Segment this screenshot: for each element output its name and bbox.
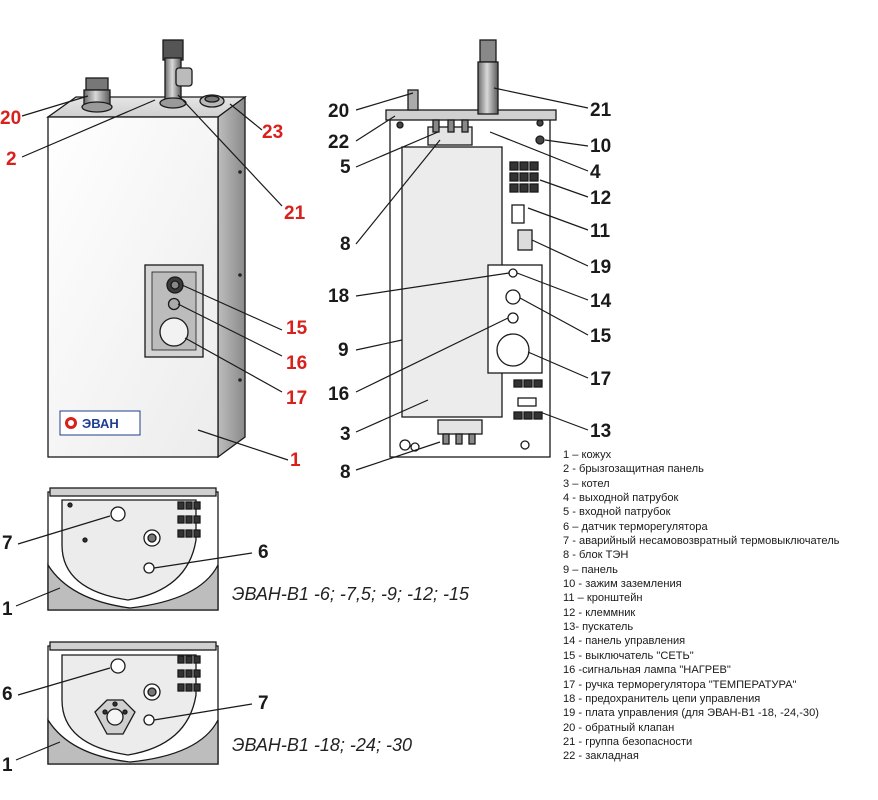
legend-item: 14 - панель управления <box>563 635 686 648</box>
legend-item: 6 – датчик терморегулятора <box>563 520 708 533</box>
callout-8-inside-top: 8 <box>340 234 351 255</box>
callout-12-inside: 12 <box>590 188 611 209</box>
legend-item: 17 - ручка терморегулятора "ТЕМПЕРАТУРА" <box>563 678 797 691</box>
callout-7-large: 7 <box>258 693 269 714</box>
callout-6-small: 6 <box>258 542 269 563</box>
legend-item: 20 - обратный клапан <box>563 721 675 734</box>
callout-1-front: 1 <box>290 450 301 471</box>
legend-item: 22 - закладная <box>563 750 639 763</box>
bottom-view-small <box>47 487 219 611</box>
callout-1-small: 1 <box>2 599 13 620</box>
callout-16-inside: 16 <box>328 384 349 405</box>
legend-item: 3 – котел <box>563 477 610 490</box>
callout-6-large: 6 <box>2 684 13 705</box>
safety-group-icon <box>159 39 193 109</box>
legend-item: 18 - предохранитель цепи управления <box>563 692 761 705</box>
model-caption-large: ЭВАН-В1 -18; -24; -30 <box>232 735 412 755</box>
callout-8-inside-bottom: 8 <box>340 462 351 483</box>
callout-20-front: 20 <box>0 108 21 129</box>
callout-2-front: 2 <box>6 149 17 170</box>
model-caption-small: ЭВАН-В1 -6; -7,5; -9; -12; -15 <box>232 584 470 604</box>
heater-block-bottom-icon <box>437 419 483 445</box>
legend-item: 16 -сигнальная лампа "НАГРЕВ" <box>563 664 731 677</box>
callout-5-inside: 5 <box>340 157 351 178</box>
callout-14-inside: 14 <box>590 291 612 312</box>
legend-item: 19 - плата управления (для ЭВАН-В1 -18, … <box>563 707 819 720</box>
control-board-icon <box>511 204 533 251</box>
callout-7-small: 7 <box>2 533 13 554</box>
callout-11-inside: 11 <box>590 221 611 242</box>
parts-legend: 1 – кожух 2 - брызгозащитная панель 3 – … <box>563 448 839 764</box>
callout-20-inside: 20 <box>328 101 349 122</box>
legend-item: 21 - группа безопасности <box>563 735 693 748</box>
callout-21-inside: 21 <box>590 100 612 121</box>
inside-view <box>385 39 557 458</box>
legend-item: 12 - клеммник <box>563 606 636 619</box>
callout-15-inside: 15 <box>590 326 612 347</box>
callout-23-front: 23 <box>262 122 283 143</box>
callout-17-front: 17 <box>286 388 307 409</box>
callout-13-inside: 13 <box>590 421 611 442</box>
check-valve-icon <box>81 77 113 113</box>
legend-item: 5 - входной патрубок <box>563 506 671 519</box>
legend-item: 2 - брызгозащитная панель <box>563 463 704 476</box>
bottom-view-large <box>47 641 219 765</box>
heater-block-top-icon <box>427 119 473 146</box>
callout-1-large: 1 <box>2 755 13 776</box>
callout-3-inside: 3 <box>340 424 351 445</box>
legend-item: 1 – кожух <box>563 449 612 461</box>
leader-lines <box>15 87 589 761</box>
legend-item: 11 – кронштейн <box>563 592 643 605</box>
front-control-panel <box>144 264 204 358</box>
callout-16-front: 16 <box>286 353 307 374</box>
legend-item: 10 - зажим заземления <box>563 578 682 591</box>
evan-logo: ЭВАН <box>59 410 141 436</box>
legend-item: 9 – панель <box>563 563 618 576</box>
callout-10-inside: 10 <box>590 136 611 157</box>
front-view: ЭВАН <box>45 39 247 459</box>
callout-22-inside: 22 <box>328 132 349 153</box>
outlet-pipe-icon <box>199 94 225 108</box>
legend-item: 8 - блок ТЭН <box>563 549 629 562</box>
callout-labels: 20 2 23 21 15 16 17 1 20 22 5 8 18 9 16 … <box>0 100 612 776</box>
callout-21-front: 21 <box>284 203 306 224</box>
callout-18-inside: 18 <box>328 286 349 307</box>
front-side-face <box>217 95 246 459</box>
contactor-icon <box>513 379 543 420</box>
terminal-block-icon <box>509 161 539 193</box>
legend-item: 13- пускатель <box>563 621 634 634</box>
legend-item: 7 - аварийный несамовозвратный термовыкл… <box>563 535 840 548</box>
callout-4-inside: 4 <box>590 162 601 183</box>
callout-15-front: 15 <box>286 318 308 339</box>
callout-17-inside: 17 <box>590 369 611 390</box>
callout-19-inside: 19 <box>590 257 611 278</box>
logo-text: ЭВАН <box>82 416 119 431</box>
legend-item: 15 - выключатель "СЕТЬ" <box>563 649 694 662</box>
ground-clamp-icon <box>535 135 545 145</box>
callout-9-inside: 9 <box>338 340 349 361</box>
legend-item: 4 - выходной патрубок <box>563 492 679 505</box>
